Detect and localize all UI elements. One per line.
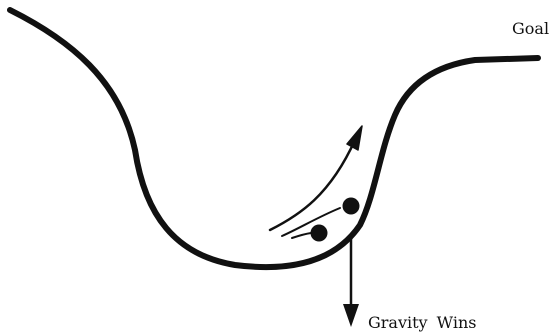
ball-lower [310, 224, 328, 242]
gravity-wins-label: Gravity Wins [368, 313, 477, 332]
gravity-arrowhead [343, 304, 359, 327]
ball-upper [342, 197, 360, 215]
uphill-arrowhead [346, 125, 363, 151]
uphill-arrow [268, 138, 357, 232]
ball-streak-lower [291, 232, 312, 239]
ball-streak-upper [281, 207, 341, 237]
valley-curve [7, 7, 541, 271]
goal-label: Goal [512, 19, 550, 38]
